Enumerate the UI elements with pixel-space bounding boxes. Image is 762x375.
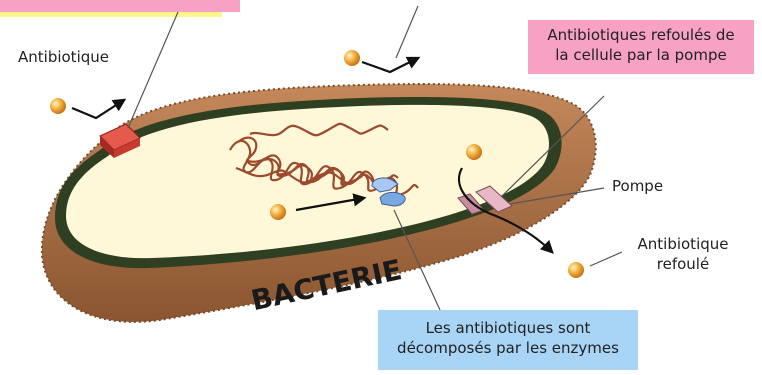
antibiotic-molecule — [270, 204, 286, 220]
pump-callout-line1: Antibiotiques refoulés de — [528, 25, 754, 45]
pump-callout: Antibiotiques refoulés de la cellule par… — [528, 20, 754, 74]
pump-callout-line2: la cellule par la pompe — [528, 45, 754, 65]
enzymes-callout-line1: Les antibiotiques sont — [378, 318, 638, 338]
pump-label: Pompe — [612, 176, 663, 196]
enzymes-callout: Les antibiotiques sont décomposés par le… — [378, 310, 638, 370]
arrow-entry-top — [362, 58, 418, 72]
arrow-entry-left — [72, 100, 124, 118]
expelled-line1: Antibiotique — [624, 234, 742, 254]
antibiotic-molecule — [344, 50, 360, 66]
antibiotic-molecule — [568, 262, 584, 278]
expelled-line2: refoulé — [624, 254, 742, 274]
enzymes-callout-line2: décomposés par les enzymes — [378, 338, 638, 358]
antibiotic-label: Antibiotique — [18, 47, 109, 67]
expelled-antibiotic-label: Antibiotique refoulé — [624, 234, 742, 274]
antibiotic-molecule — [50, 98, 66, 114]
antibiotic-molecule — [466, 144, 482, 160]
